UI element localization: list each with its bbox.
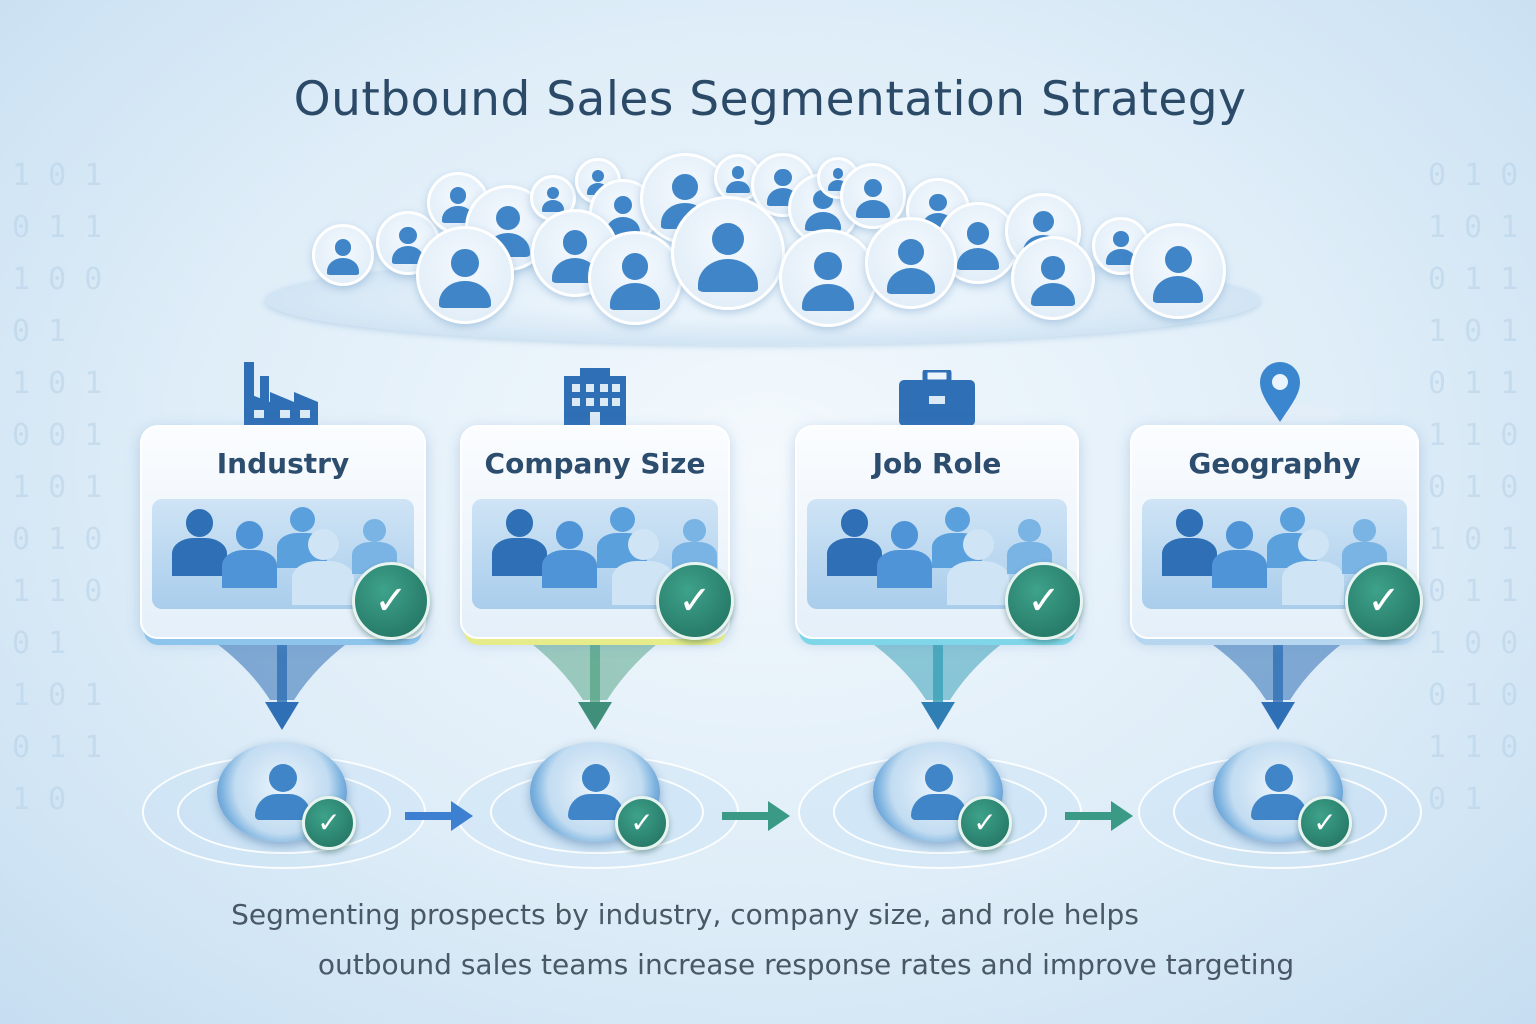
binary-background-right: 0 1 0 1 0 1 0 1 1 1 0 1 0 1 1 1 1 0 0 1 …: [1428, 158, 1519, 817]
binary-background-left: 1 0 1 0 1 1 1 0 0 0 1 1 0 1 0 0 1 1 0 1 …: [12, 158, 103, 817]
right-arrow-icon: [722, 801, 790, 831]
segment-label: Geography: [1188, 447, 1361, 480]
right-arrow-icon: [405, 801, 473, 831]
office-building-icon: [564, 368, 626, 428]
check-badge: ✓: [656, 562, 734, 640]
segment-card[interactable]: Geography: [1130, 425, 1419, 639]
segment-card[interactable]: Company Size: [460, 425, 730, 639]
prospect-avatar: [1130, 223, 1226, 319]
check-badge: ✓: [1298, 796, 1352, 850]
prospect-avatar: [588, 231, 682, 325]
down-arrow-icon: [921, 702, 955, 730]
caption-line-1: Segmenting prospects by industry, compan…: [231, 898, 1139, 931]
down-arrow-icon: [1261, 702, 1295, 730]
segment-label: Company Size: [484, 447, 706, 480]
location-pin-icon: [1218, 362, 1342, 428]
check-badge: ✓: [958, 796, 1012, 850]
caption-line-2: outbound sales teams increase response r…: [317, 948, 1295, 981]
down-arrow-icon: [578, 702, 612, 730]
check-badge: ✓: [352, 562, 430, 640]
briefcase-icon: [899, 370, 975, 426]
prospect-avatar: [671, 196, 785, 310]
segment-people-scene: [1142, 499, 1407, 609]
check-badge: ✓: [615, 796, 669, 850]
down-arrow-icon: [265, 702, 299, 730]
segment-label: Job Role: [872, 447, 1002, 480]
check-badge: ✓: [1345, 562, 1423, 640]
prospect-avatar: [865, 217, 957, 309]
segment-label: Industry: [216, 447, 350, 480]
prospect-avatar: [1011, 236, 1095, 320]
factory-icon: [244, 362, 318, 426]
check-badge: ✓: [1005, 562, 1083, 640]
prospect-avatar: [416, 226, 514, 324]
prospect-avatar: [779, 229, 877, 327]
prospect-avatar: [312, 224, 374, 286]
check-badge: ✓: [302, 796, 356, 850]
prospect-avatar: [840, 163, 906, 229]
right-arrow-icon: [1065, 801, 1133, 831]
page-title: Outbound Sales Segmentation Strategy: [293, 72, 1247, 127]
